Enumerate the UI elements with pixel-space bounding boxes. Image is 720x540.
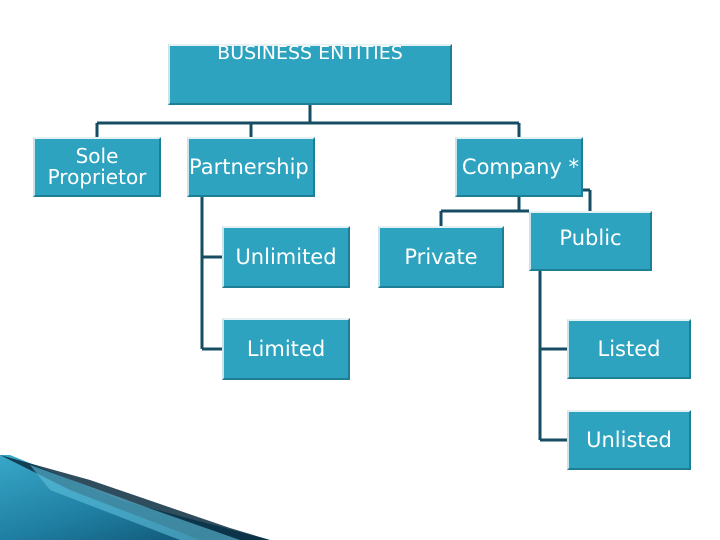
node-label: Sole Proprietor [47,144,147,189]
node-label: Listed [597,336,661,361]
node-label: Limited [246,336,326,361]
node-private: Private [378,226,504,288]
node-public: Public [529,211,652,271]
node-label: Private [404,244,478,269]
node-label: Company * [461,154,579,179]
node-unlimited: Unlimited [222,226,350,288]
node-label: Unlisted [586,427,672,452]
node-company: Company * [455,137,583,197]
node-label: Public [559,226,622,250]
node-label: Partnership [189,154,309,179]
node-unlisted: Unlisted [567,410,691,470]
node-label: Unlimited [235,244,337,269]
node-partnership: Partnership [187,137,315,197]
node-limited: Limited [222,318,350,380]
node-listed: Listed [567,319,691,379]
node-label: BUSINESS ENTITIES [217,42,403,64]
node-business-entities: BUSINESS ENTITIES [168,42,452,105]
node-sole-proprietor: Sole Proprietor [33,137,161,197]
